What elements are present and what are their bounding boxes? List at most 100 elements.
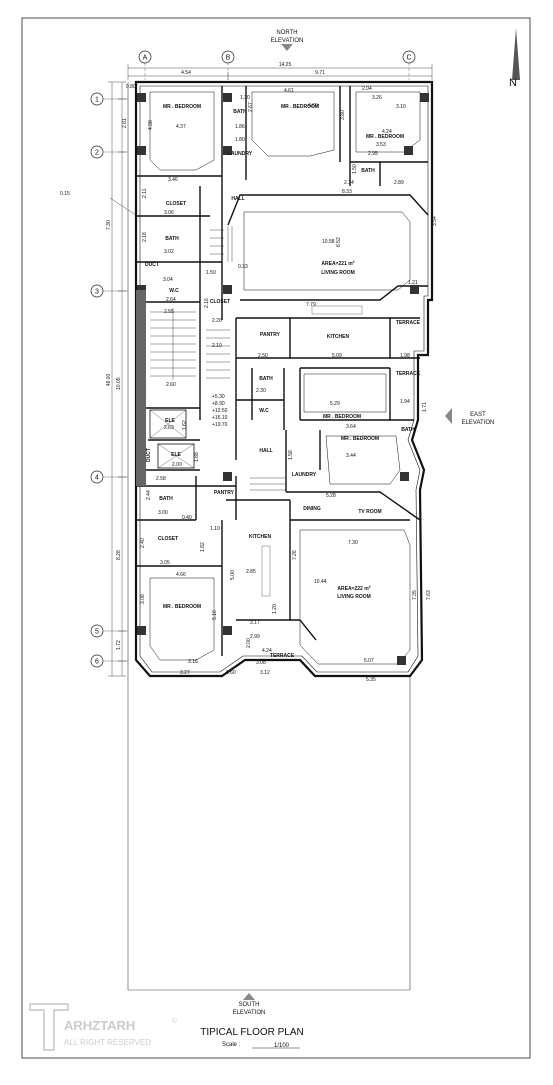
svg-text:8.33: 8.33 xyxy=(342,189,352,195)
room-label-duct-2: DUCT xyxy=(146,448,152,462)
svg-text:4.24: 4.24 xyxy=(382,129,392,135)
svg-text:1.50: 1.50 xyxy=(206,270,216,276)
svg-text:5.07: 5.07 xyxy=(364,658,374,664)
room-label-laundry-2: LAUNDRY xyxy=(292,472,317,478)
left-dimension-chain xyxy=(108,81,126,677)
north-arrow-icon xyxy=(512,28,520,80)
svg-text:0.60: 0.60 xyxy=(226,670,236,676)
svg-text:0.33: 0.33 xyxy=(238,264,248,270)
lot-boundary xyxy=(127,82,411,991)
svg-text:6.52: 6.52 xyxy=(336,237,342,247)
svg-text:7.79: 7.79 xyxy=(306,302,316,308)
east-marker-arrow-icon xyxy=(445,408,452,424)
grid-column-A: A xyxy=(138,50,152,80)
room-label-area-upper: AREA=221 m2 xyxy=(321,260,354,267)
svg-text:1.82: 1.82 xyxy=(200,542,206,552)
elevator-cross-1 xyxy=(149,409,187,439)
north-marker-arrow-icon xyxy=(281,44,293,51)
svg-text:2.95: 2.95 xyxy=(368,151,378,157)
svg-text:10.44: 10.44 xyxy=(314,579,327,585)
svg-text:3.44: 3.44 xyxy=(346,453,356,459)
svg-text:4: 4 xyxy=(95,475,99,482)
room-label-tv-room: TV ROOM xyxy=(358,509,381,515)
svg-text:2.30: 2.30 xyxy=(256,388,266,394)
east-elevation-label-1: EAST xyxy=(470,412,486,418)
svg-text:2: 2 xyxy=(95,150,99,157)
svg-text:3: 3 xyxy=(95,289,99,296)
svg-text:1.86: 1.86 xyxy=(235,124,245,130)
sheet-frame xyxy=(21,17,531,1059)
svg-text:3.26: 3.26 xyxy=(372,95,382,101)
svg-text:4.61: 4.61 xyxy=(284,88,294,94)
building-outline xyxy=(134,80,434,678)
svg-text:2.60: 2.60 xyxy=(166,382,176,388)
svg-text:7.30: 7.30 xyxy=(348,540,358,546)
svg-text:4.24: 4.24 xyxy=(262,648,272,654)
room-label-bedroom-1: MR . BEDROOM xyxy=(163,104,201,110)
grid-row-2: 2 xyxy=(90,145,128,159)
room-label-terrace-3: TERRACE xyxy=(270,653,295,659)
svg-text:3.05: 3.05 xyxy=(160,560,170,566)
room-label-kitchen-1: KITCHEN xyxy=(327,334,350,340)
room-label-bath-5: BATH xyxy=(401,427,415,433)
svg-text:1.50: 1.50 xyxy=(352,164,358,174)
svg-text:2.89: 2.89 xyxy=(394,180,404,186)
svg-text:3.16: 3.16 xyxy=(188,659,198,665)
svg-text:©: © xyxy=(172,1017,178,1025)
svg-text:3.46: 3.46 xyxy=(168,177,178,183)
svg-text:2.99: 2.99 xyxy=(250,634,260,640)
elevator-cross-2 xyxy=(157,443,195,469)
svg-text:3.08: 3.08 xyxy=(140,594,146,604)
svg-text:3.12: 3.12 xyxy=(260,670,270,676)
svg-text:2.00: 2.00 xyxy=(246,638,252,648)
elevator-shaft-2 xyxy=(157,443,195,469)
svg-text:1.94: 1.94 xyxy=(400,399,410,405)
interior-dimensions: 0.80 2.81 7.30 4.37 4.98 1.86 1.80 1.30 … xyxy=(106,84,438,683)
east-elevation-label-2: ELEVATION xyxy=(462,420,495,426)
svg-text:6: 6 xyxy=(95,659,99,666)
logo-name: ARHZTARH xyxy=(64,1018,135,1033)
svg-text:1.30: 1.30 xyxy=(240,95,250,101)
room-label-ele-2: ELE xyxy=(171,452,181,458)
svg-text:2.63: 2.63 xyxy=(164,425,174,431)
room-label-pantry-2: PANTRY xyxy=(214,490,235,496)
grid-row-6: 6 xyxy=(90,654,128,668)
room-label-bedroom-4: MR . BEDROOM xyxy=(323,414,361,420)
svg-text:5.35: 5.35 xyxy=(366,677,376,683)
svg-text:5.00: 5.00 xyxy=(230,570,236,580)
scale-label: Scale : xyxy=(222,1042,241,1048)
room-label-living-1: LIVING ROOM xyxy=(321,270,355,276)
svg-text:2.55: 2.55 xyxy=(164,309,174,315)
svg-text:+12.50: +12.50 xyxy=(212,408,228,414)
svg-text:2.18: 2.18 xyxy=(142,232,148,242)
room-label-terrace-1: TERRACE xyxy=(396,320,421,326)
svg-text:3.53: 3.53 xyxy=(376,142,386,148)
svg-text:AREA=222 m2: AREA=222 m2 xyxy=(337,585,370,592)
svg-text:1.62: 1.62 xyxy=(182,420,188,430)
room-label-bath-2: BATH xyxy=(361,168,375,174)
room-label-dining: DINING xyxy=(303,506,321,512)
svg-text:7.63: 7.63 xyxy=(426,590,432,600)
dim-top-b: 9.71 xyxy=(315,70,325,76)
svg-text:3.02: 3.02 xyxy=(164,249,174,255)
svg-text:5.29: 5.29 xyxy=(330,401,340,407)
building-inner-outline xyxy=(139,85,429,673)
svg-text:2.10: 2.10 xyxy=(212,343,222,349)
svg-text:0.80: 0.80 xyxy=(126,84,136,90)
grid-row-5: 5 xyxy=(90,624,128,638)
svg-text:+16.10: +16.10 xyxy=(212,415,228,421)
dim-top-a: 4.54 xyxy=(181,70,191,76)
room-label-bath-6: BATH xyxy=(159,496,173,502)
room-label-area-lower: AREA=222 m2 xyxy=(337,585,370,592)
structural-columns xyxy=(137,93,429,665)
svg-text:2.64: 2.64 xyxy=(166,297,176,303)
svg-text:1.10: 1.10 xyxy=(210,526,220,532)
svg-text:1.58: 1.58 xyxy=(288,450,294,460)
svg-text:8.28: 8.28 xyxy=(116,550,122,560)
svg-text:2.85: 2.85 xyxy=(246,569,256,575)
svg-text:1.72: 1.72 xyxy=(116,640,122,650)
svg-text:3.54: 3.54 xyxy=(432,216,438,226)
interior-walls xyxy=(136,86,429,656)
svg-text:3.64: 3.64 xyxy=(346,424,356,430)
room-label-pantry-1: PANTRY xyxy=(260,332,281,338)
